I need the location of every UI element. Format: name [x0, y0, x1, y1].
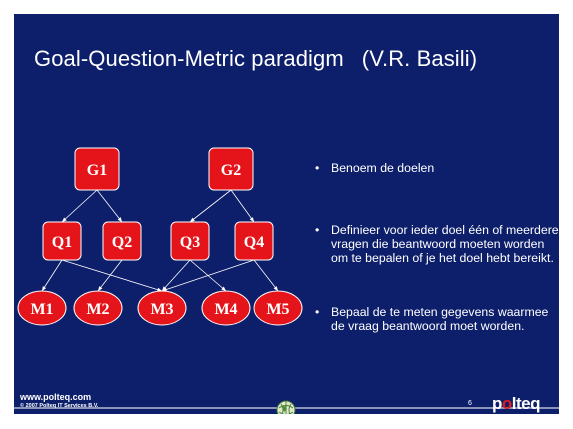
bullet-dot: • [315, 305, 320, 319]
node-shape [102, 221, 142, 261]
node-shape [74, 147, 120, 191]
logo-text-b: o [501, 394, 512, 413]
node-shape [17, 290, 67, 326]
logo-text-c: lteq [511, 394, 541, 413]
edge-arrowhead [273, 286, 278, 291]
edge-q1-m3 [61, 259, 163, 292]
globe-icon [276, 400, 296, 414]
node-label: Q4 [244, 234, 264, 251]
node-shape [170, 221, 210, 261]
node-q4: Q4 [234, 221, 274, 261]
node-q1: Q1 [42, 221, 82, 261]
node-shape [208, 147, 254, 191]
edge-arrowhead [162, 287, 167, 292]
edge-arrowhead [117, 217, 122, 222]
node-label: M4 [214, 301, 237, 318]
edge-arrowhead [62, 217, 67, 222]
slide-title-text: Goal-Question-Metric paradigm [34, 46, 344, 71]
node-label: Q3 [180, 234, 200, 251]
footer-url[interactable]: www.polteq.com [20, 392, 92, 402]
node-shape [201, 290, 251, 326]
node-m2: M2 [73, 290, 123, 326]
node-m1: M1 [17, 290, 67, 326]
edge-arrowhead [42, 286, 47, 291]
bullet-text-3: Bepaal de te meten gegevens waarmee de v… [331, 305, 549, 334]
polteq-logo: polteq [492, 394, 541, 414]
node-m3: M3 [137, 290, 187, 326]
slide-panel: Goal-Question-Metric paradigm (V.R. Basil… [14, 14, 559, 414]
node-label: M5 [266, 301, 289, 318]
node-label: M3 [150, 301, 173, 318]
edge-arrowhead [162, 286, 167, 291]
node-label: Q2 [112, 234, 132, 251]
node-label: M2 [86, 301, 109, 318]
slide-title: Goal-Question-Metric paradigm (V.R. Basil… [34, 46, 477, 72]
node-shape [73, 290, 123, 326]
node-label: G2 [221, 162, 241, 179]
logo-text-a: p [492, 394, 502, 413]
page-number: 6 [468, 400, 472, 407]
node-m4: M4 [201, 290, 251, 326]
edge-arrowhead [221, 286, 226, 291]
node-label: M1 [30, 301, 53, 318]
edge-g1-q2 [96, 189, 123, 223]
edge-q4-m5 [253, 259, 279, 292]
bullet-item-1: • Benoem de doelen [314, 161, 559, 175]
node-m5: M5 [253, 290, 303, 326]
node-q3: Q3 [170, 221, 210, 261]
bullet-item-2: • Definieer voor ieder doel één of meerd… [314, 223, 559, 266]
node-shape [42, 221, 82, 261]
edge-q3-m3 [161, 259, 191, 292]
edge-arrowhead [249, 217, 254, 222]
node-shape [137, 290, 187, 326]
slide-title-author: (V.R. Basili) [361, 46, 478, 71]
edge-arrowhead [190, 217, 195, 222]
bullet-dot: • [315, 161, 320, 175]
node-g2: G2 [208, 147, 254, 191]
footer-copyright: © 2007 Polteq IT Services B.V. [20, 403, 99, 409]
edge-g1-q1 [61, 189, 98, 223]
diagram-edges [41, 189, 279, 292]
edge-arrowhead [98, 286, 103, 291]
bullet-text-2: Definieer voor ieder doel één of meerder… [331, 223, 559, 266]
node-g1: G1 [74, 147, 120, 191]
edge-q2-m2 [97, 259, 123, 292]
node-label: Q1 [52, 234, 72, 251]
bullet-item-3: • Bepaal de te meten gegevens waarmee de… [314, 305, 559, 333]
node-shape [234, 221, 274, 261]
bullet-text-1: Benoem de doelen [331, 161, 435, 175]
edge-g2-q4 [230, 189, 255, 223]
node-shape [253, 290, 303, 326]
node-label: G1 [87, 162, 107, 179]
bullet-dot: • [315, 223, 320, 237]
node-q2: Q2 [102, 221, 142, 261]
edge-q4-m3 [161, 259, 255, 292]
edge-g2-q3 [189, 189, 232, 223]
edge-q1-m1 [41, 259, 63, 292]
